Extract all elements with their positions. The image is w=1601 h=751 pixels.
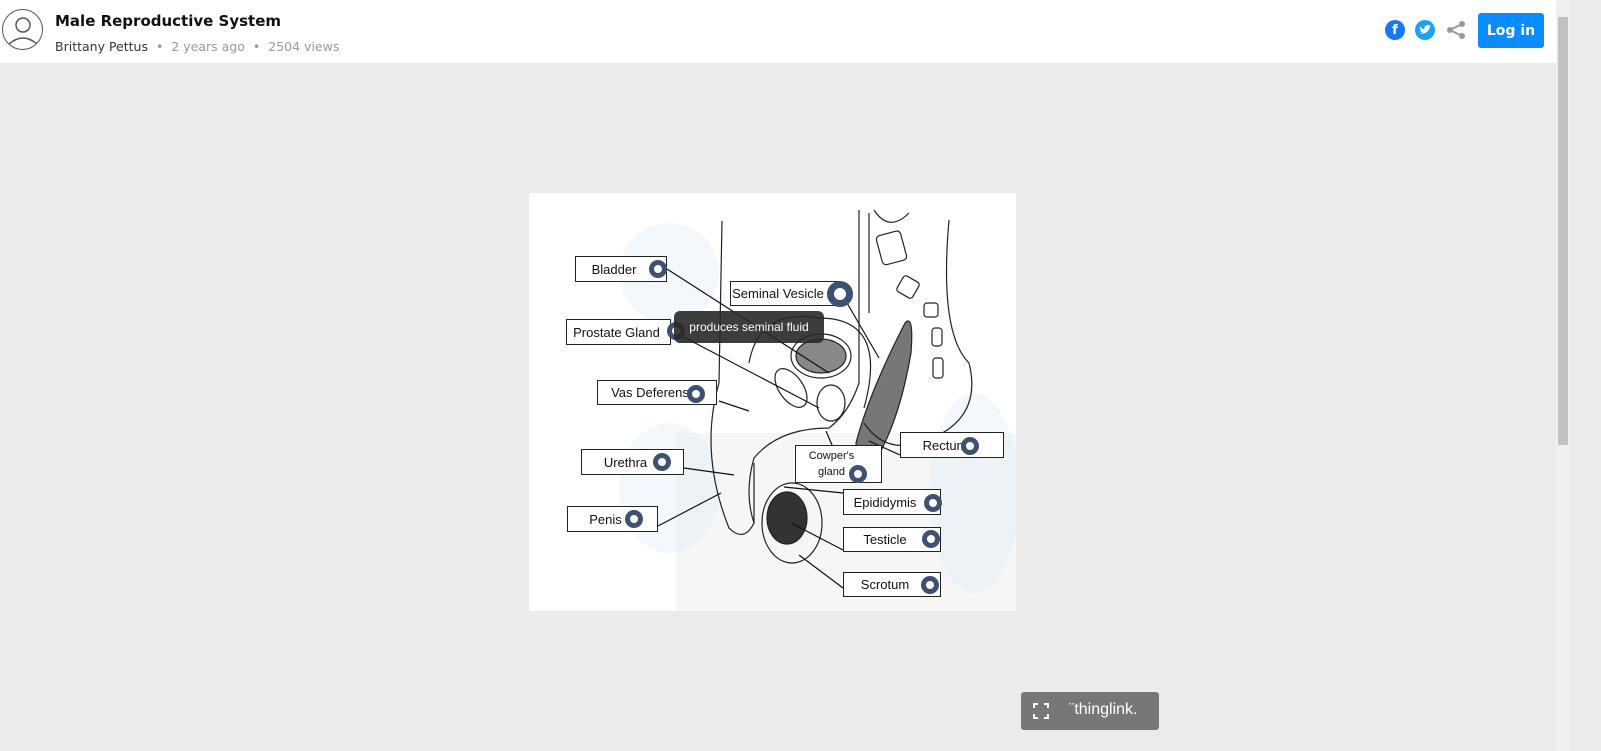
- facebook-icon[interactable]: f: [1385, 20, 1405, 40]
- label-penis: Penis: [567, 506, 658, 532]
- label-cowpers-line1: Cowper's: [808, 450, 855, 462]
- label-vas-deferens: Vas Deferens: [597, 380, 717, 405]
- hotspot-bladder[interactable]: [649, 260, 667, 278]
- hotspot-tooltip: produces seminal fluid: [674, 311, 824, 343]
- hotspot-penis[interactable]: [625, 510, 643, 528]
- scrollbar-thumb[interactable]: [1558, 17, 1568, 445]
- label-seminal-vesicle: Seminal Vesicle: [730, 281, 840, 306]
- share-icon[interactable]: [1446, 20, 1466, 40]
- hotspot-rectum[interactable]: [961, 437, 979, 455]
- diagram-image: Bladder Seminal Vesicle Prostate Gland V…: [529, 193, 1016, 611]
- thinglink-logo[interactable]: ¨thinglink.: [1069, 701, 1138, 718]
- twitter-icon[interactable]: [1415, 20, 1435, 40]
- hotspot-epididymis[interactable]: [924, 494, 942, 512]
- hotspot-vas-deferens[interactable]: [687, 385, 705, 403]
- label-prostate-gland: Prostate Gland: [566, 319, 671, 345]
- header: Male Reproductive System Brittany Pettus…: [0, 0, 1556, 63]
- fullscreen-icon[interactable]: [1033, 703, 1049, 719]
- user-avatar-icon[interactable]: [2, 9, 43, 50]
- meta-line: Brittany Pettus•2 years ago•2504 views: [55, 39, 340, 54]
- thinglink-bar: ¨thinglink.: [1021, 692, 1159, 730]
- label-testicle: Testicle: [843, 527, 941, 552]
- hotspot-testicle[interactable]: [922, 530, 940, 548]
- view-count: 2504 views: [268, 39, 340, 54]
- scrollbar[interactable]: [1556, 0, 1570, 751]
- hotspot-urethra[interactable]: [653, 453, 671, 471]
- margin: [1570, 0, 1601, 751]
- label-rectum: Rectum: [900, 432, 1004, 458]
- author-link[interactable]: Brittany Pettus: [55, 39, 148, 54]
- hotspot-seminal-vesicle[interactable]: [827, 281, 853, 307]
- bubble: [929, 393, 1016, 593]
- hotspot-cowpers-gland[interactable]: [849, 465, 867, 483]
- label-cowpers-line2: gland: [818, 466, 845, 478]
- time-ago: 2 years ago: [171, 39, 245, 54]
- hotspot-scrotum[interactable]: [921, 576, 939, 594]
- login-button[interactable]: Log in: [1478, 13, 1544, 48]
- label-cowpers-gland: Cowper's gland: [795, 445, 882, 483]
- page-title: Male Reproductive System: [55, 12, 282, 30]
